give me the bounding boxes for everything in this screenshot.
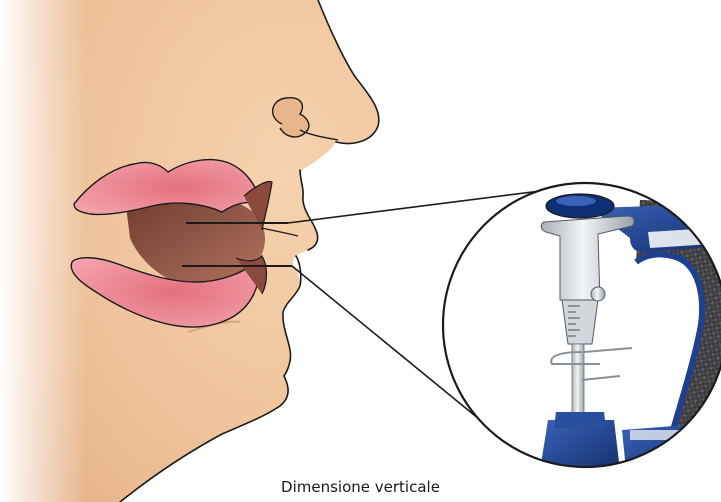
caption: Dimensione verticale bbox=[0, 478, 721, 496]
gauge-scale bbox=[562, 300, 598, 344]
